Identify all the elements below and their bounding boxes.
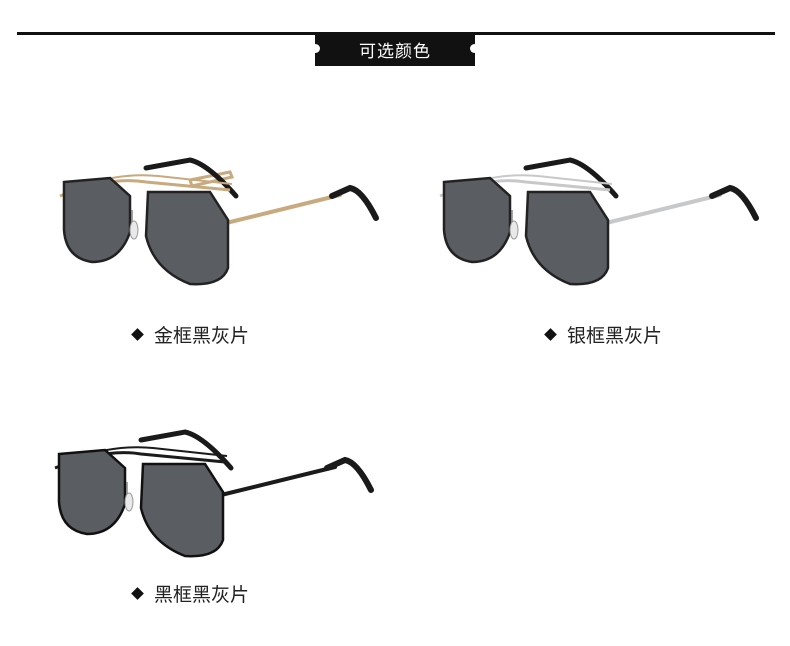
- glasses-frame: [439, 157, 759, 286]
- badge-notch-right: [470, 44, 479, 53]
- glasses-frame: [54, 429, 374, 558]
- glasses-frame: [59, 157, 379, 286]
- product-label: 银框黑灰片: [567, 325, 663, 347]
- product-image-silver: [439, 157, 759, 286]
- section-title: 可选颜色: [359, 42, 431, 62]
- product-image-black: [54, 429, 374, 558]
- product-caption: 黑框黑灰片: [131, 580, 250, 607]
- diamond-bullet-icon: [544, 328, 557, 341]
- badge-notch-left: [311, 44, 320, 53]
- diamond-bullet-icon: [131, 587, 144, 600]
- diamond-bullet-icon: [131, 328, 144, 341]
- product-caption: 金框黑灰片: [131, 321, 250, 348]
- product-caption: 银框黑灰片: [544, 321, 663, 348]
- section-header: 可选颜色: [311, 33, 479, 66]
- product-label: 金框黑灰片: [154, 325, 250, 347]
- product-image-gold: [59, 157, 379, 286]
- product-label: 黑框黑灰片: [154, 584, 250, 606]
